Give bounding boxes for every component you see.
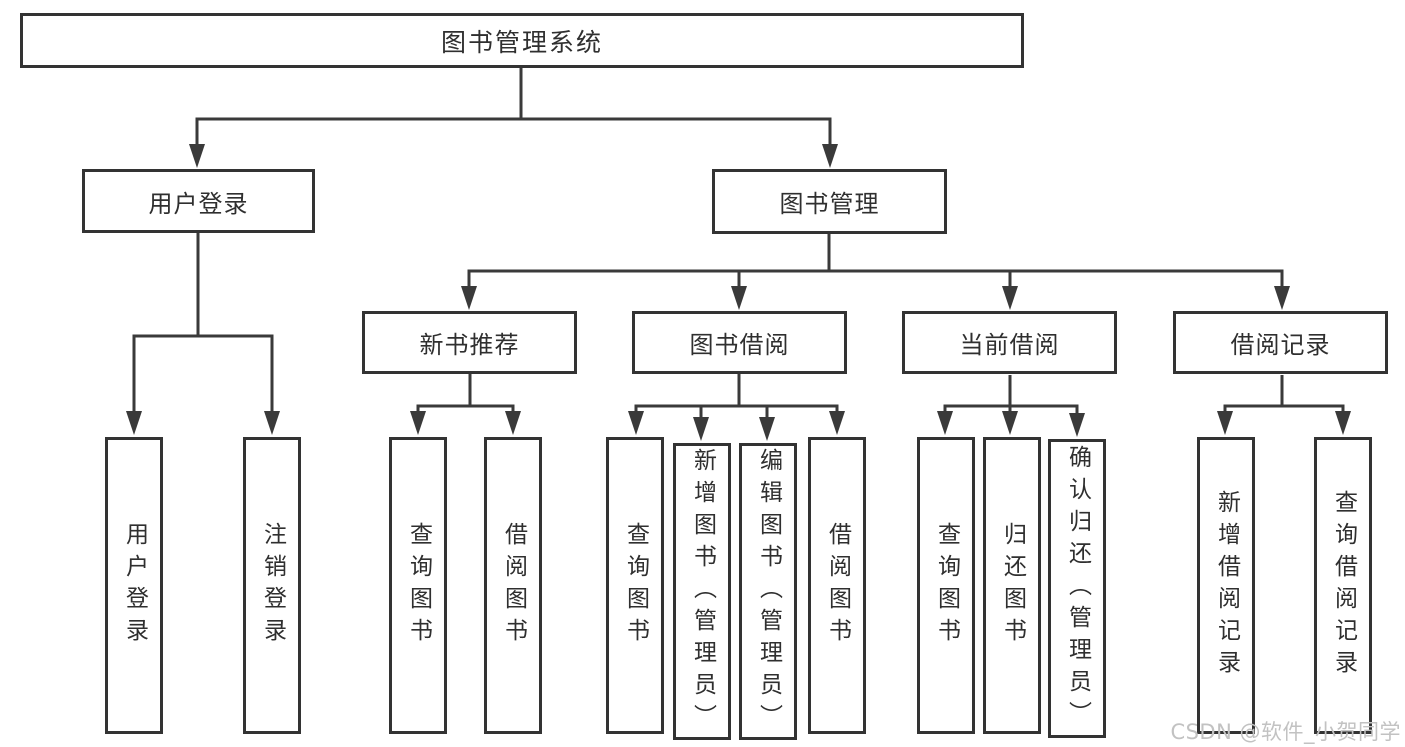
node-borrow-record-label: 借阅记录 [1230,331,1331,359]
arrow-down-icon [126,411,142,435]
node-book-borrow-label: 图书借阅 [689,331,790,359]
node-user-login: 用户登录 [82,169,315,233]
node-book-mgmt-label: 图书管理 [779,190,880,218]
leaf-logout-label: 注销登录 [259,521,286,650]
leaf-user-login-label: 用户登录 [121,521,148,650]
arrow-down-icon [731,286,747,310]
edges-new-book-to-leaves [410,372,521,435]
connector-current-borrow [943,375,1079,417]
node-current-borrow: 当前借阅 [902,311,1117,374]
arrow-down-icon [461,286,477,310]
leaf-borrow-borrow-label: 借阅图书 [824,521,851,650]
edges-book-mgmt-to-level3 [461,232,1290,310]
edges-current-borrow-to-leaves [937,375,1085,437]
arrow-down-icon [829,411,845,435]
leaf-user-login: 用户登录 [105,437,163,734]
arrow-down-icon [628,411,644,435]
leaf-borrow-query: 查询图书 [606,437,664,734]
arrow-down-icon [410,411,426,435]
connector-new-book [416,372,515,415]
arrow-down-icon [1274,286,1290,310]
leaf-current-return: 归还图书 [983,437,1041,734]
connector-root [195,68,832,148]
edges-user-login-to-leaves [126,231,280,435]
arrow-down-icon [1002,411,1018,435]
leaf-newbook-borrow: 借阅图书 [484,437,542,734]
edges-borrow-record-to-leaves [1217,375,1351,435]
leaf-record-query: 查询借阅记录 [1314,437,1372,734]
connector-borrow-record [1223,375,1345,415]
leaf-current-return-label: 归还图书 [999,521,1026,650]
node-new-book-label: 新书推荐 [419,331,520,359]
leaf-current-confirm-admin: 确认归还（管理员） [1048,439,1106,738]
edges-book-borrow-to-leaves [628,372,845,441]
leaf-newbook-query-label: 查询图书 [405,521,432,650]
node-root-label: 图书管理系统 [440,27,603,57]
node-book-mgmt: 图书管理 [712,169,947,234]
leaf-borrow-edit-admin: 编辑图书（管理员） [739,443,797,740]
arrow-down-icon [1069,413,1085,437]
node-book-borrow: 图书借阅 [632,311,847,374]
leaf-record-add-label: 新增借阅记录 [1213,489,1240,682]
leaf-record-add: 新增借阅记录 [1197,437,1255,734]
connector-book-borrow [634,372,839,421]
arrow-down-icon [759,417,775,441]
arrow-down-icon [505,411,521,435]
node-new-book: 新书推荐 [362,311,577,374]
arrow-down-icon [937,411,953,435]
arrow-down-icon [264,411,280,435]
csdn-watermark: CSDN @软件_小贺同学 [1170,720,1401,744]
leaf-record-query-label: 查询借阅记录 [1330,489,1357,682]
arrow-down-icon [693,417,709,441]
edges-root-to-level2 [189,68,838,168]
arrow-down-icon [1217,411,1233,435]
node-root-system: 图书管理系统 [20,13,1024,68]
arrow-down-icon [1002,286,1018,310]
leaf-current-confirm-admin-label: 确认归还（管理员） [1064,444,1091,733]
arrow-down-icon [189,144,205,168]
node-user-login-label: 用户登录 [148,189,249,218]
leaf-newbook-query: 查询图书 [389,437,447,734]
leaf-borrow-add-admin: 新增图书（管理员） [673,443,731,740]
connector-book-mgmt [467,232,1284,290]
arrow-down-icon [822,144,838,168]
leaf-borrow-edit-admin-label: 编辑图书（管理员） [755,447,782,736]
leaf-current-query-label: 查询图书 [933,521,960,650]
leaf-borrow-borrow: 借阅图书 [808,437,866,734]
leaf-borrow-query-label: 查询图书 [622,521,649,650]
leaf-current-query: 查询图书 [917,437,975,734]
node-borrow-record: 借阅记录 [1173,311,1388,374]
leaf-newbook-borrow-label: 借阅图书 [500,521,527,650]
leaf-borrow-add-admin-label: 新增图书（管理员） [689,447,716,736]
node-current-borrow-label: 当前借阅 [959,331,1060,359]
arrow-down-icon [1335,411,1351,435]
connector-user-login [132,231,274,415]
leaf-logout: 注销登录 [243,437,301,734]
